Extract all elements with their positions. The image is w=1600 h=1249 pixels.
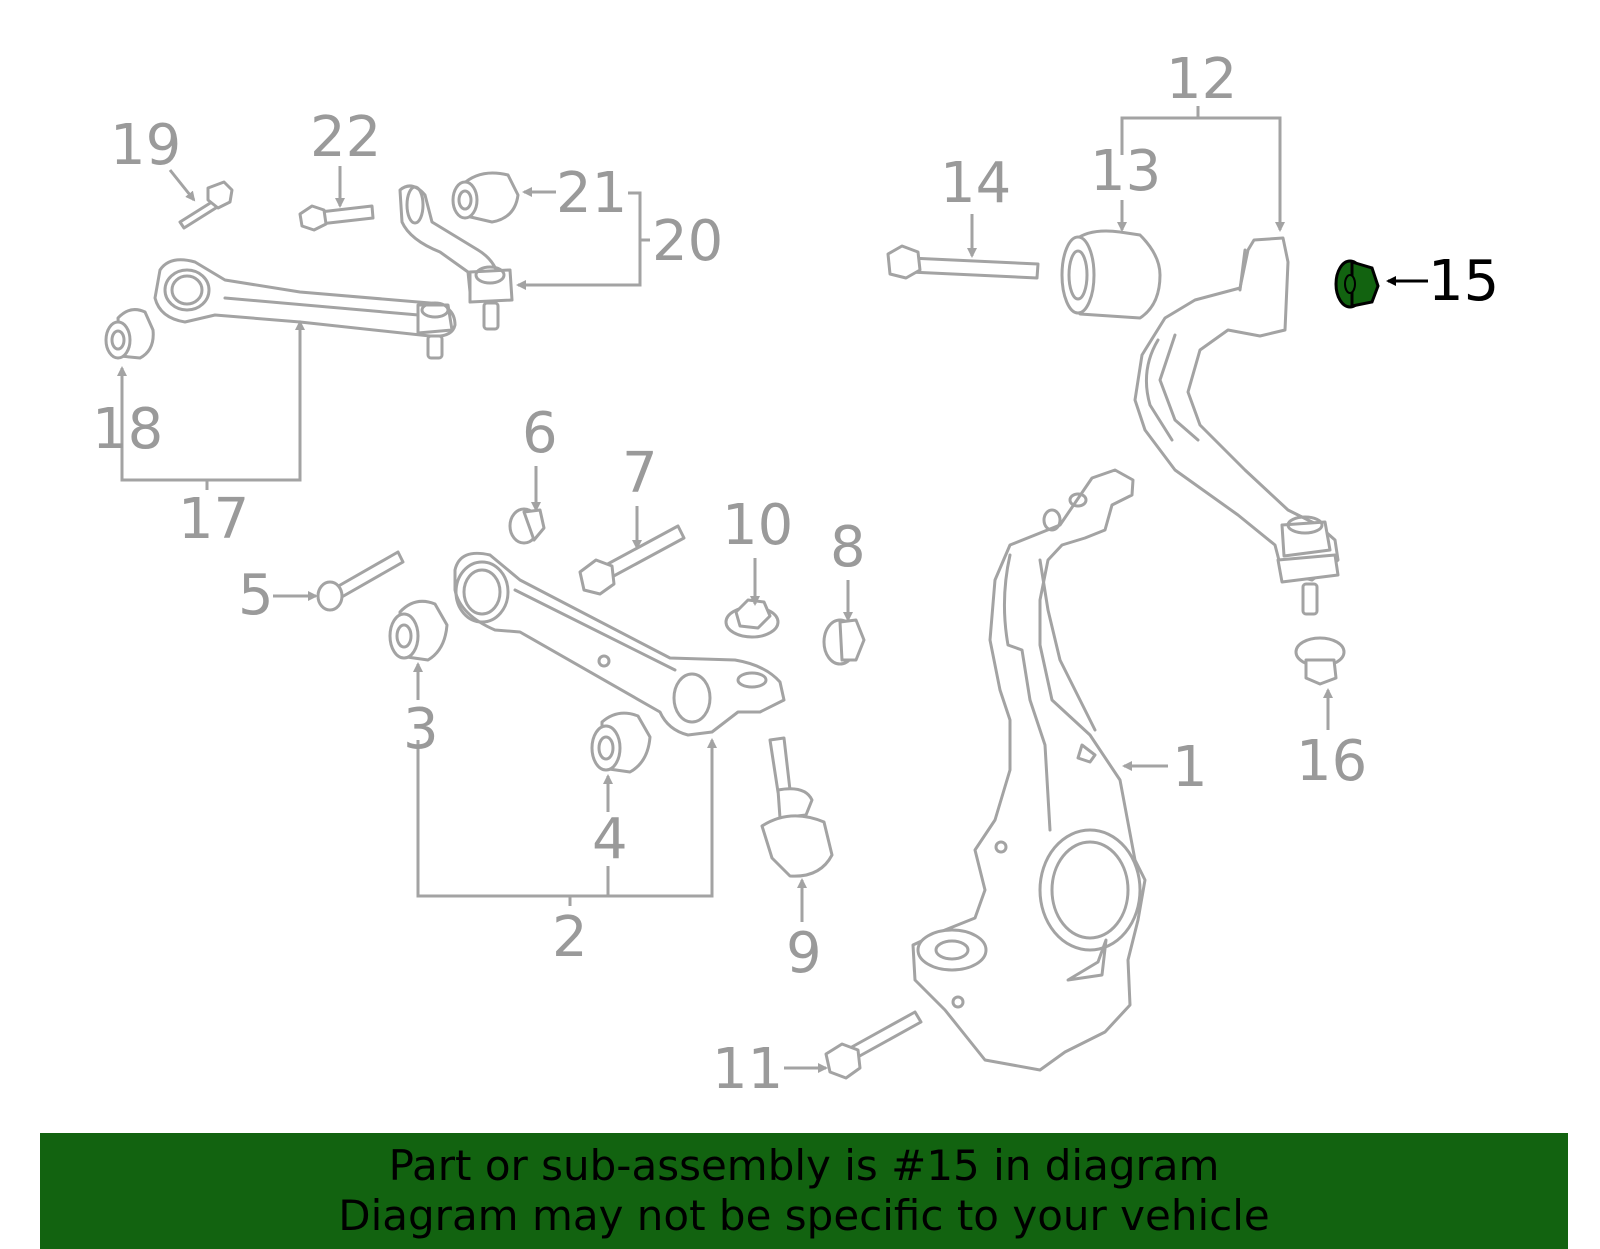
callout-20: 20 xyxy=(652,209,723,274)
callout-22: 22 xyxy=(310,105,381,170)
callout-10: 10 xyxy=(722,493,793,558)
part-17-upper-control-arm xyxy=(153,258,457,360)
callout-17: 17 xyxy=(178,487,249,552)
callout-1: 1 xyxy=(1172,735,1208,800)
callout-6: 6 xyxy=(522,401,558,466)
part-12-control-arm xyxy=(1133,236,1340,616)
callout-3: 3 xyxy=(403,697,439,762)
callout-13: 13 xyxy=(1090,139,1161,204)
part-9-ball-joint xyxy=(760,736,834,878)
part-3-bushing xyxy=(388,599,449,662)
leader-lines xyxy=(117,106,1428,1073)
callout-2: 2 xyxy=(552,905,588,970)
callout-5: 5 xyxy=(238,563,274,628)
part-1-knuckle xyxy=(911,468,1147,1072)
callout-18: 18 xyxy=(92,397,163,462)
callout-7: 7 xyxy=(622,441,658,506)
callout-11: 11 xyxy=(712,1037,783,1102)
callout-16: 16 xyxy=(1296,729,1367,794)
callout-labels: 1 2 3 4 5 6 7 8 9 10 11 12 13 14 15 16 1… xyxy=(92,47,1499,1102)
part-7-bolt xyxy=(578,524,686,596)
banner-line-1: Part or sub-assembly is #15 in diagram xyxy=(388,1141,1220,1190)
callout-12: 12 xyxy=(1166,47,1237,112)
part-21-bushing xyxy=(451,171,520,224)
part-11-bolt xyxy=(824,1010,923,1080)
part-14-bolt xyxy=(886,244,1040,280)
callout-8: 8 xyxy=(830,515,866,580)
part-19-bolt xyxy=(178,180,234,230)
callout-19: 19 xyxy=(110,113,181,178)
callout-15: 15 xyxy=(1428,249,1499,314)
part-8-nut xyxy=(822,618,866,666)
part-6-nut xyxy=(508,507,546,545)
part-13-bushing xyxy=(1060,229,1162,320)
callout-4: 4 xyxy=(592,807,628,872)
part-18-bushing xyxy=(104,308,155,360)
part-22-bolt xyxy=(298,204,375,232)
part-info-banner: Part or sub-assembly is #15 in diagram D… xyxy=(40,1133,1568,1249)
part-15-nut xyxy=(1334,259,1380,309)
part-2-lower-control-arm xyxy=(453,551,786,737)
banner-line-2: Diagram may not be specific to your vehi… xyxy=(338,1191,1270,1240)
part-4-bushing xyxy=(590,711,652,774)
callout-9: 9 xyxy=(786,921,822,986)
callout-21: 21 xyxy=(556,161,627,226)
part-16-nut xyxy=(1294,636,1346,686)
part-20-link xyxy=(398,184,514,331)
callout-14: 14 xyxy=(940,151,1011,216)
part-10-nut xyxy=(724,598,780,639)
part-5-bolt xyxy=(316,550,405,612)
